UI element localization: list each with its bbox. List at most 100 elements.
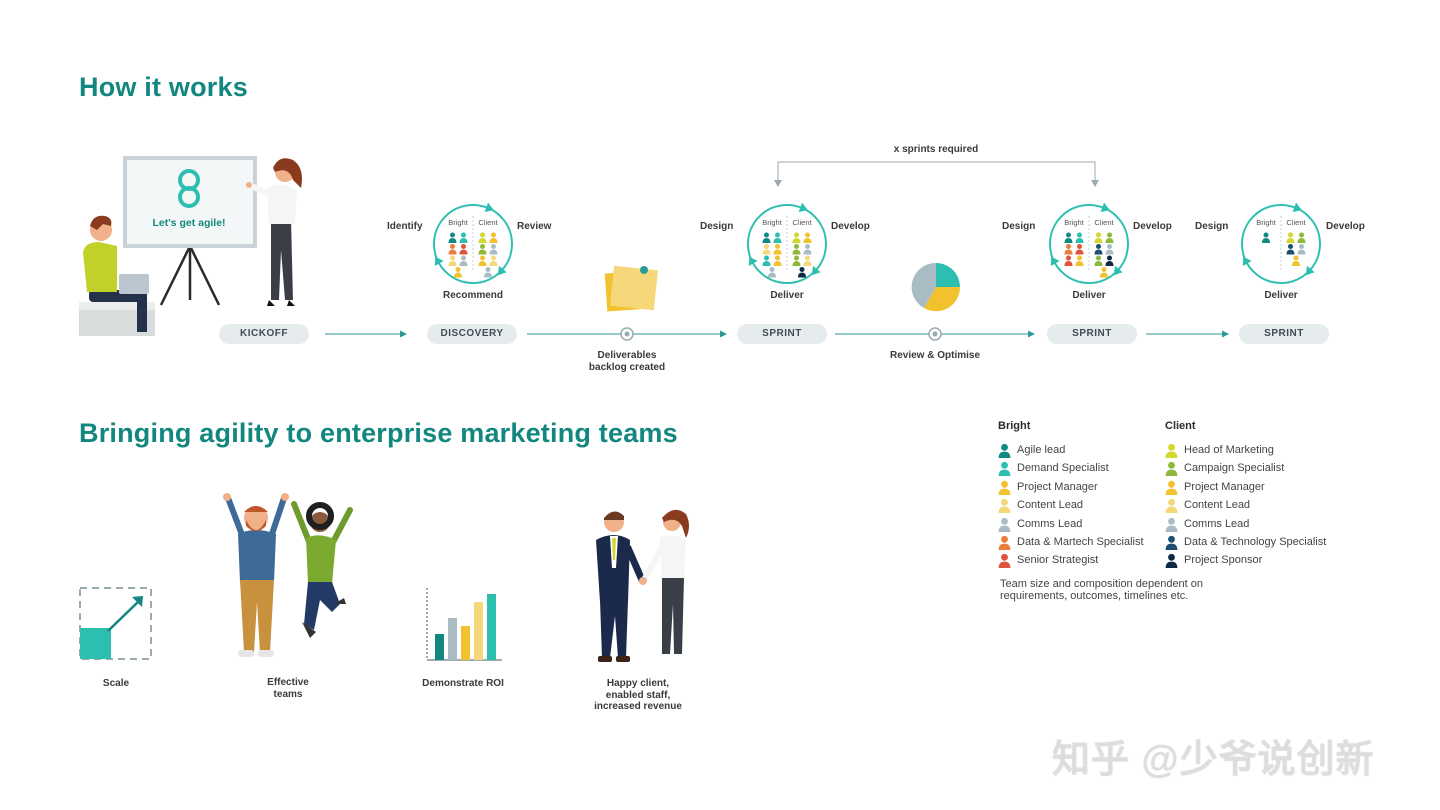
stage-discovery: DISCOVERY xyxy=(427,324,517,344)
person-icon-body xyxy=(1064,261,1073,266)
cycle-2-left: Design xyxy=(700,221,734,232)
person-icon-head xyxy=(461,232,466,238)
person-icon-head xyxy=(764,232,769,238)
person-icon-head xyxy=(450,244,455,249)
legend-note-line-1: Team size and composition dependent on xyxy=(1000,578,1204,590)
legend-client-title: Client xyxy=(1165,420,1196,432)
cycle-3-right: Develop xyxy=(1133,221,1172,232)
sprints-bracket xyxy=(777,161,1096,184)
person-icon-body xyxy=(448,261,457,266)
person-icon-body xyxy=(803,249,812,255)
deliverables-line-2: backlog created xyxy=(588,362,666,373)
person-icon-body xyxy=(1100,272,1108,278)
legend-item-label: Project Manager xyxy=(1017,480,1098,493)
person-icon-body xyxy=(798,272,806,278)
person-icon-head xyxy=(1066,244,1071,249)
person-icon-head xyxy=(450,255,455,261)
person-icon-body xyxy=(1075,238,1084,243)
person-icon-body xyxy=(1262,238,1270,243)
person-icon-body xyxy=(1064,238,1073,243)
person-icon-body xyxy=(762,249,771,255)
person-icon xyxy=(1165,499,1178,514)
bright-col-label: Bright xyxy=(1256,218,1277,227)
person-icon-head xyxy=(764,244,769,249)
person-icon-head xyxy=(1077,255,1082,261)
person-icon-head xyxy=(1288,232,1293,238)
person-icon-head xyxy=(1293,255,1299,261)
person-icon-head xyxy=(1107,244,1112,249)
stage-sprint-1: SPRINT xyxy=(737,324,827,344)
cycle-arrowhead xyxy=(748,256,758,266)
legend-bright-title: Bright xyxy=(998,420,1031,432)
happy-line-1: Happy client, xyxy=(606,678,670,689)
person-icon-head xyxy=(805,232,810,238)
happy-line-3: increased revenue xyxy=(594,701,682,712)
person-icon-head xyxy=(480,244,485,249)
person-icon-body xyxy=(489,249,498,255)
cycle-3-left: Design xyxy=(1002,221,1036,232)
person-icon-head xyxy=(461,255,466,261)
stage-sprint-3: SPRINT xyxy=(1239,324,1329,344)
person-icon-body xyxy=(459,261,468,266)
scale-label: Scale xyxy=(102,678,130,689)
person-icon xyxy=(998,480,1011,495)
person-icon-body xyxy=(1297,238,1306,243)
person-icon-head xyxy=(491,255,496,261)
bright-col-label: Bright xyxy=(448,218,469,227)
person-icon-head xyxy=(480,255,485,261)
legend-item-label: Content Lead xyxy=(1184,499,1251,512)
legend-item-label: Project Manager xyxy=(1184,480,1265,493)
person-icon-head xyxy=(1299,244,1304,249)
legend-item-label: Demand Specialist xyxy=(1017,462,1109,475)
person-icon-head xyxy=(1096,232,1101,238)
person-icon-body xyxy=(1094,249,1103,255)
cycle-arrowhead xyxy=(1242,256,1252,266)
person-icon-body xyxy=(792,261,801,266)
person-icon-body xyxy=(773,238,782,243)
person-icon xyxy=(1165,462,1178,477)
heading-how-it-works: How it works xyxy=(79,72,248,102)
person-icon xyxy=(1165,554,1178,569)
legend-item-label: Data & Martech Specialist xyxy=(1017,536,1144,548)
person-icon-body xyxy=(1286,249,1295,255)
person-icon-body xyxy=(1075,249,1084,255)
cycle-circle-sprint-1: Bright Client xyxy=(747,202,827,284)
effective-line-2: teams xyxy=(273,689,303,700)
cycle-1-left: Identify xyxy=(387,221,423,232)
person-icon-body xyxy=(1094,261,1103,266)
person-icon-body xyxy=(448,249,457,255)
bright-col-label: Bright xyxy=(762,218,783,227)
cycle-arrowhead xyxy=(484,202,494,213)
client-col-label: Client xyxy=(792,218,812,227)
person-icon-head xyxy=(805,255,810,261)
legend-item-label: Data & Technology Specialist xyxy=(1184,536,1327,548)
person-icon-head xyxy=(764,255,769,261)
handshake-illustration xyxy=(596,509,689,662)
person-icon-body xyxy=(484,272,492,278)
cycle-arrowhead xyxy=(1292,202,1302,213)
person-icon-body xyxy=(478,238,487,243)
legend-item-label: Comms Lead xyxy=(1184,517,1250,530)
flow-connectors xyxy=(325,161,1229,341)
client-col-label: Client xyxy=(1094,218,1114,227)
watermark: 知乎 @少爷说创新 xyxy=(1052,739,1375,781)
roi-bar-chart-icon xyxy=(426,588,502,661)
person-icon-head xyxy=(799,267,805,272)
person-icon-body xyxy=(478,261,487,266)
person-icon-head xyxy=(461,244,466,249)
person-icon-head xyxy=(1096,244,1101,249)
cycle-arrowhead xyxy=(1305,265,1315,276)
effective-line-1: Effective xyxy=(267,677,309,688)
cycle-arrowhead xyxy=(1100,202,1110,213)
person-icon-body xyxy=(478,249,487,255)
board-text: Let's get agile! xyxy=(152,217,225,229)
legend-note-line-2: requirements, outcomes, timelines etc. xyxy=(1000,590,1189,602)
stage-sprint-2: SPRINT xyxy=(1047,324,1137,344)
legend-note: Team size and composition dependent on r… xyxy=(1000,578,1203,602)
pie-chart-icon xyxy=(911,262,961,312)
legend-item-label: Senior Strategist xyxy=(1017,554,1099,567)
person-icon-body xyxy=(768,272,776,278)
person-icon-body xyxy=(773,261,782,266)
legend-item-label: Comms Lead xyxy=(1017,517,1083,530)
